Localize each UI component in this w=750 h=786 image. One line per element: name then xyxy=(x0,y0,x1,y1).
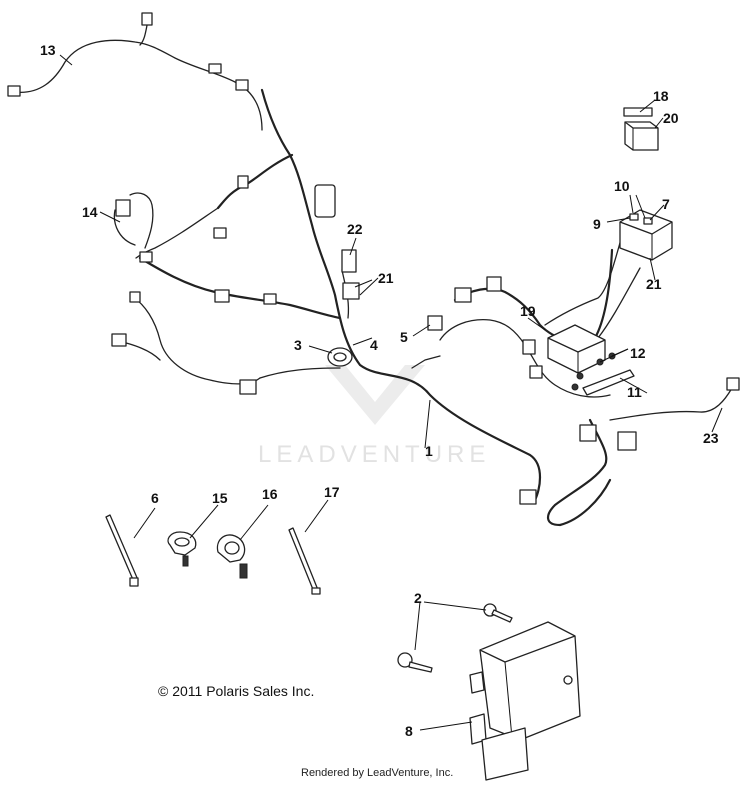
callout-9: 9 xyxy=(593,216,601,232)
callout-11: 11 xyxy=(627,384,642,400)
callout-15: 15 xyxy=(212,490,228,506)
grommet-3 xyxy=(327,347,353,367)
clip-15 xyxy=(167,531,197,567)
callout-16: 16 xyxy=(262,486,278,502)
main-wire-harness xyxy=(111,88,740,527)
callout-13: 13 xyxy=(40,42,56,58)
callout-8: 8 xyxy=(405,723,413,739)
module-19 xyxy=(547,324,606,374)
watermark-text: LEADVENTURE xyxy=(258,441,490,468)
callout-10: 10 xyxy=(614,178,630,194)
callout-2: 2 xyxy=(414,590,422,606)
callout-23: 23 xyxy=(703,430,719,446)
callout-21-left: 21 xyxy=(378,270,394,286)
harness-branch-13 xyxy=(7,12,263,131)
callout-12: 12 xyxy=(630,345,646,361)
callout-6: 6 xyxy=(151,490,159,506)
callout-labels: 13 14 3 4 5 1 22 21 19 9 10 7 21 18 20 1… xyxy=(40,42,719,739)
callout-17: 17 xyxy=(324,484,340,500)
leadventure-watermark: LEADVENTURE xyxy=(258,365,490,468)
leader-lines xyxy=(59,54,723,731)
callout-7: 7 xyxy=(662,196,670,212)
rendered-by-footer: Rendered by LeadVenture, Inc. xyxy=(301,767,454,779)
callout-22: 22 xyxy=(347,221,363,237)
cable-tie-6 xyxy=(105,514,139,587)
callout-14: 14 xyxy=(82,204,98,220)
callout-3: 3 xyxy=(294,337,302,353)
fuse-cover-20 xyxy=(623,107,659,151)
clip-16 xyxy=(216,534,248,579)
push-pins-2 xyxy=(397,603,513,673)
callout-21-right: 21 xyxy=(646,276,662,292)
callout-5: 5 xyxy=(400,329,408,345)
callout-19: 19 xyxy=(520,303,536,319)
callout-20: 20 xyxy=(663,110,679,126)
callout-4: 4 xyxy=(370,337,378,353)
ecu-8 xyxy=(469,621,581,781)
copyright-text: © 2011 Polaris Sales Inc. xyxy=(158,683,315,699)
callout-1: 1 xyxy=(425,443,433,459)
fuse-block-7 xyxy=(619,209,673,261)
cable-tie-17 xyxy=(288,527,321,595)
callout-18: 18 xyxy=(653,88,669,104)
